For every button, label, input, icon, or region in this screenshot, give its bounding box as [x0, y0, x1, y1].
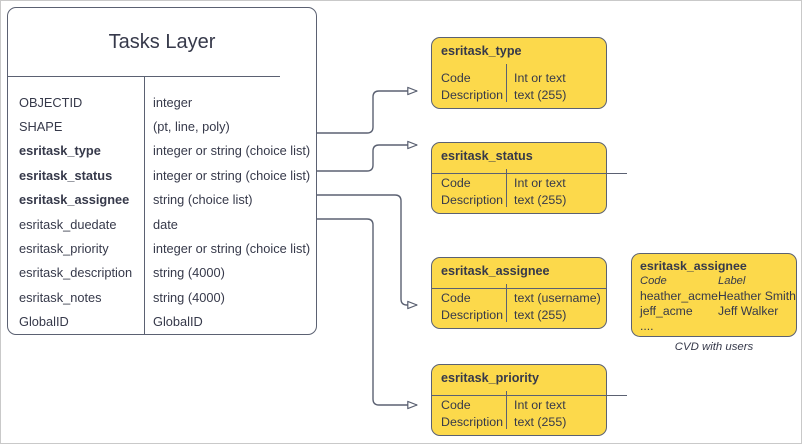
entity-field-type: (pt, line, poly) — [153, 119, 230, 135]
domain-body: Code Description text (username) text (2… — [432, 290, 606, 328]
domain-label-description: Description — [441, 414, 503, 429]
cvd-value-row: .... — [640, 319, 796, 334]
domain-body: Code Description Int or text text (255) — [432, 397, 606, 435]
domain-label-code: Code — [441, 291, 471, 305]
domain-column-divider — [506, 169, 507, 207]
entity-field-row: SHAPE (pt, line, poly) — [8, 114, 316, 138]
entity-field-row: esritask_priority integer or string (choi… — [8, 236, 316, 260]
domain-label-column: Code Description — [432, 290, 506, 328]
entity-field-name: SHAPE — [19, 119, 63, 135]
connector-to-status — [317, 140, 418, 172]
cvd-header-row: Code Label — [640, 274, 796, 289]
entity-field-type: integer or string (choice list) — [153, 143, 311, 159]
domain-body: Code Description Int or text text (255) — [432, 70, 606, 108]
entity-field-row: esritask_status integer or string (choice… — [8, 163, 316, 187]
domain-header-divider — [432, 395, 627, 396]
domain-type-code: Int or text — [514, 71, 566, 85]
cvd-header-label: Label — [718, 275, 746, 287]
domain-body: Code Description Int or text text (255) — [432, 175, 606, 213]
entity-field-row: OBJECTID integer — [8, 90, 316, 114]
domain-title: esritask_assignee — [441, 264, 550, 278]
entity-title: Tasks Layer — [108, 31, 216, 53]
entity-field-row: esritask_duedate date — [8, 212, 316, 236]
entity-field-type: GlobalID — [153, 314, 203, 330]
entity-field-type: string (4000) — [153, 289, 225, 305]
domain-type-description: text (255) — [514, 414, 567, 429]
domain-label-column: Code Description — [432, 175, 506, 213]
domain-box-esritask-priority[interactable]: esritask_priority Code Description Int o… — [431, 364, 627, 436]
domain-label-code: Code — [441, 176, 471, 190]
cvd-title: esritask_assignee — [640, 259, 747, 273]
entity-field-type: date — [153, 216, 178, 232]
domain-title: esritask_status — [441, 149, 533, 163]
domain-header-divider — [432, 173, 627, 174]
domain-type-column: Int or text text (255) — [506, 175, 606, 213]
domain-column-divider — [506, 391, 507, 429]
entity-field-name: esritask_type — [19, 143, 101, 159]
entity-field-row: esritask_description string (4000) — [8, 261, 316, 285]
cvd-value-label: Jeff Walker — [718, 304, 779, 318]
entity-field-name: esritask_assignee — [19, 192, 130, 208]
domain-label-code: Code — [441, 398, 471, 412]
domain-type-column: Int or text text (255) — [506, 397, 606, 435]
entity-field-name: esritask_notes — [19, 289, 102, 305]
domain-box-esritask-type[interactable]: esritask_type Code Description Int or te… — [431, 37, 607, 109]
domain-header-divider — [432, 288, 606, 289]
entity-field-name: esritask_duedate — [19, 216, 117, 232]
entity-field-name: esritask_description — [19, 265, 133, 281]
entity-field-name: esritask_status — [19, 167, 113, 183]
cvd-value-code: jeff_acme — [640, 304, 693, 318]
domain-label-code: Code — [441, 71, 471, 85]
cvd-value-code: .... — [640, 319, 654, 333]
entity-field-name: esritask_priority — [19, 241, 109, 257]
domain-column-divider — [506, 284, 507, 322]
entity-field-row: esritask_assignee string (choice list) — [8, 188, 316, 212]
domain-type-code: text (username) — [514, 291, 601, 305]
domain-label-description: Description — [441, 307, 503, 322]
entity-field-row: GlobalID GlobalID — [8, 310, 316, 334]
entity-field-name: OBJECTID — [19, 94, 83, 110]
entity-field-type: integer or string (choice list) — [153, 167, 311, 183]
entity-field-type: string (choice list) — [153, 192, 253, 208]
entity-field-name: GlobalID — [19, 314, 69, 330]
entity-field-row: esritask_notes string (4000) — [8, 285, 316, 309]
entity-field-type: integer — [153, 94, 193, 110]
domain-type-code: Int or text — [514, 176, 566, 190]
domain-label-column: Code Description — [432, 397, 506, 435]
cvd-value-row: jeff_acme Jeff Walker — [640, 304, 796, 319]
domain-label-description: Description — [441, 87, 503, 102]
entity-field-type: string (4000) — [153, 265, 225, 281]
domain-type-column: text (username) text (255) — [506, 290, 606, 328]
connector-to-type — [317, 86, 418, 134]
domain-type-description: text (255) — [514, 192, 567, 207]
cvd-users-box[interactable]: esritask_assignee Code Label heather_acm… — [631, 253, 797, 337]
cvd-value-label — [718, 319, 796, 334]
connector-to-assignee — [317, 194, 418, 310]
cvd-caption: CVD with users — [674, 341, 754, 353]
entity-field-row: esritask_type integer or string (choice l… — [8, 139, 316, 163]
domain-title: esritask_priority — [441, 371, 540, 385]
cvd-header-code: Code — [640, 275, 667, 287]
domain-type-description: text (255) — [514, 87, 567, 102]
cvd-value-code: heather_acme — [640, 289, 718, 303]
domain-box-esritask-status[interactable]: esritask_status Code Description Int or … — [431, 142, 627, 214]
domain-column-divider — [506, 64, 507, 102]
domain-title: esritask_type — [441, 44, 522, 58]
domain-label-description: Description — [441, 192, 503, 207]
domain-box-esritask-assignee[interactable]: esritask_assignee Code Description text … — [431, 257, 607, 329]
entity-field-type: integer or string (choice list) — [153, 241, 311, 257]
domain-type-code: Int or text — [514, 398, 566, 412]
connector-to-priority — [317, 218, 418, 410]
entity-column-divider — [144, 76, 145, 334]
domain-label-column: Code Description — [432, 70, 506, 108]
domain-type-description: text (255) — [514, 307, 567, 322]
domain-type-column: Int or text text (255) — [506, 70, 606, 108]
cvd-value-label: Heather Smith — [718, 289, 796, 303]
